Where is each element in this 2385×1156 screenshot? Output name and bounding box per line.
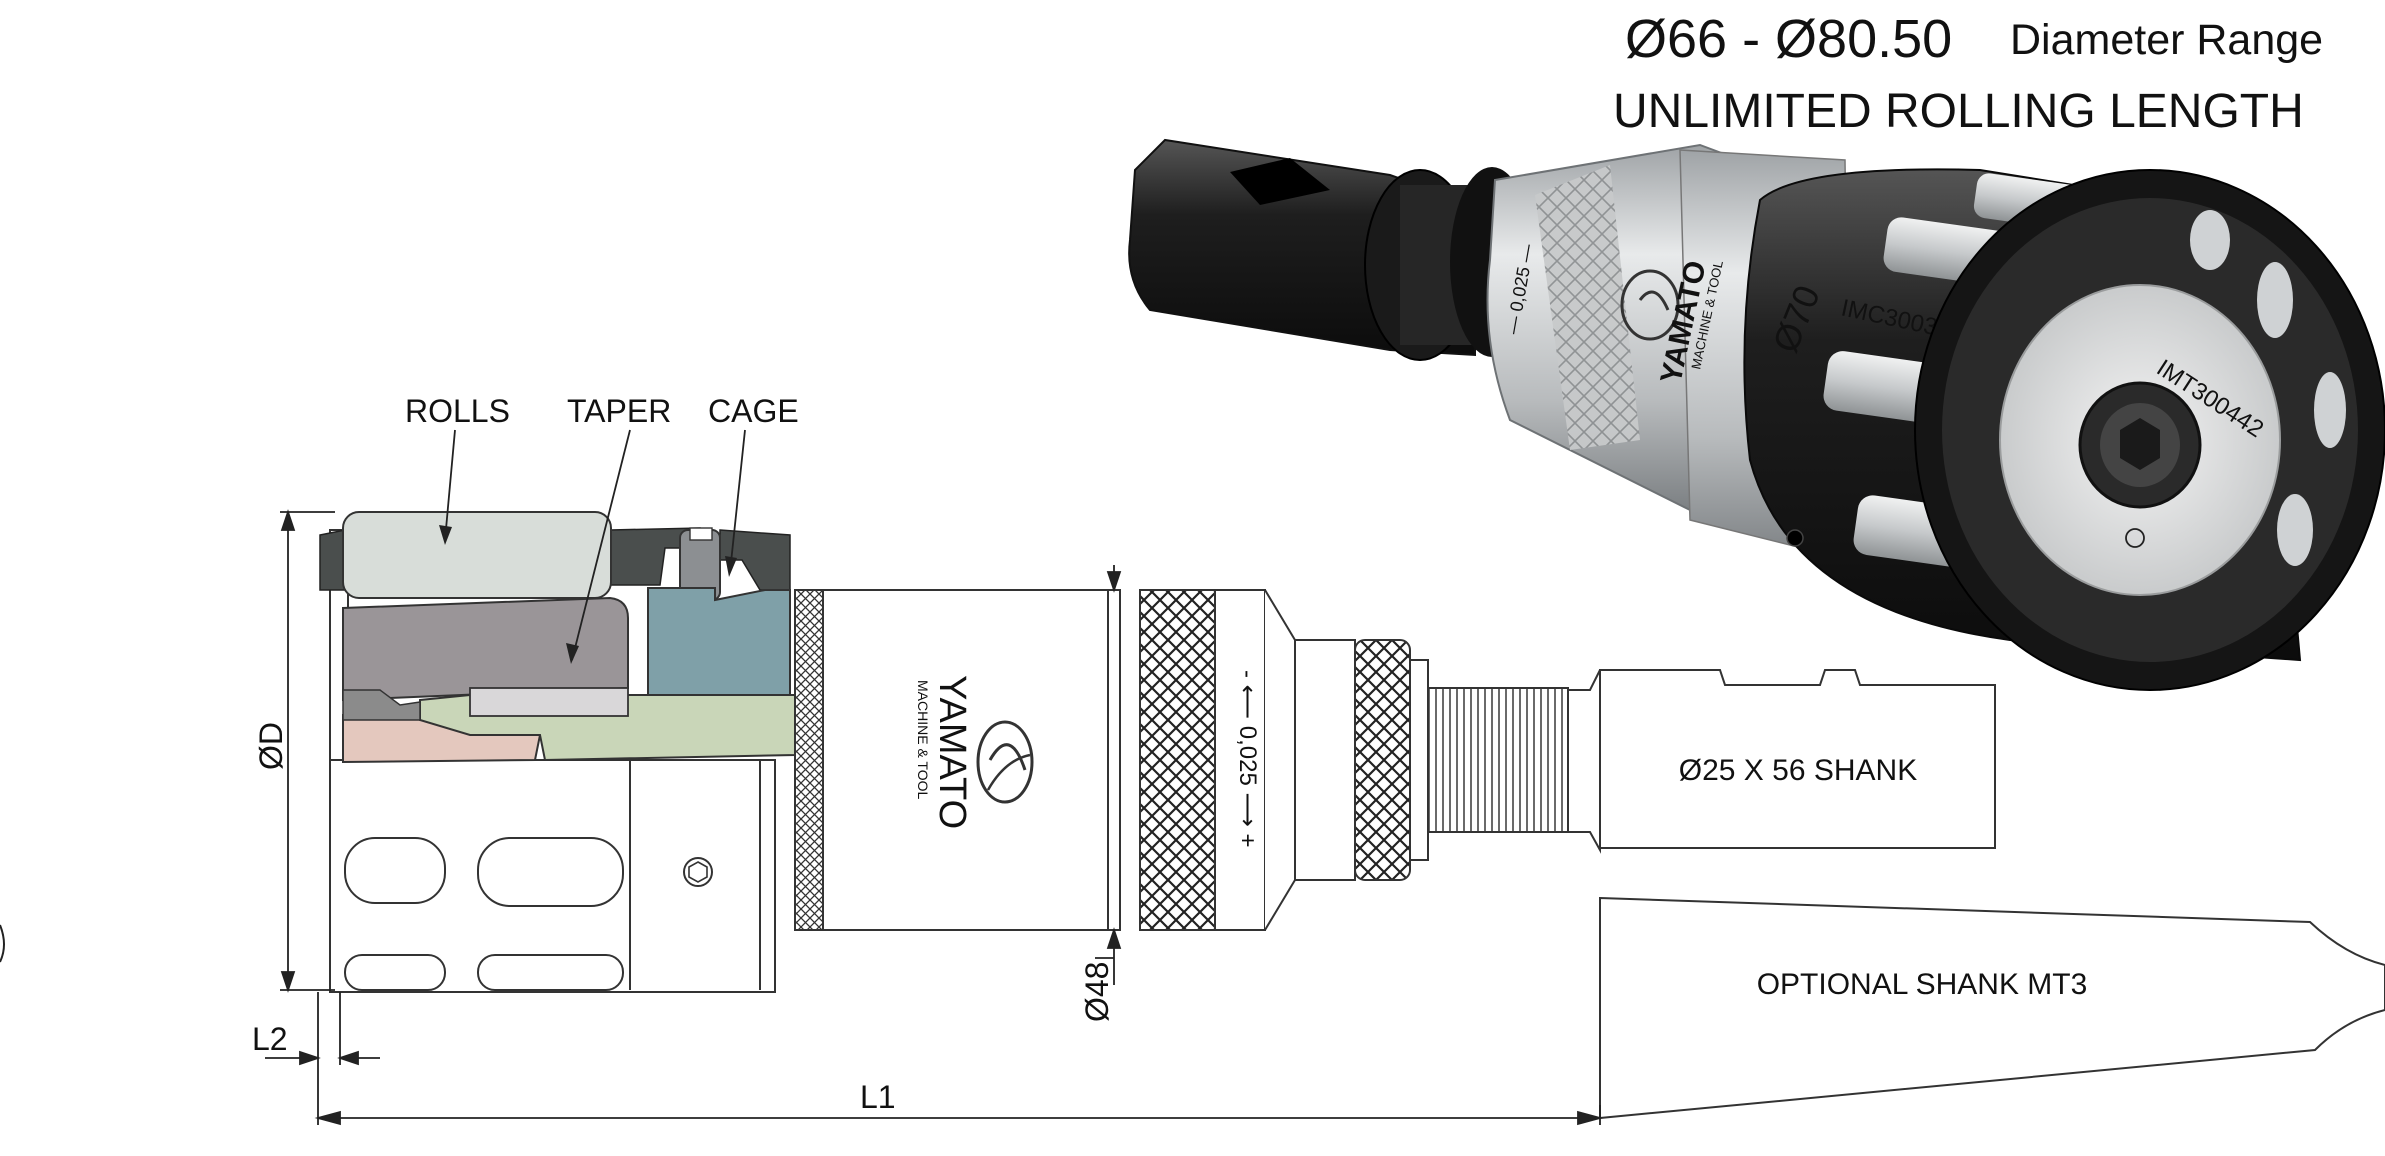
- adjust-scale: - ⟵ 0,025 ⟶ +: [1234, 670, 1261, 848]
- dimension-l1: L1: [860, 1079, 896, 1115]
- rolling-length-title: UNLIMITED ROLLING LENGTH: [1613, 85, 2304, 138]
- standard-shank-label: Ø25 X 56 SHANK: [1679, 754, 1917, 787]
- dimension-lines: [265, 429, 1604, 1126]
- leader-arrows: [439, 525, 737, 664]
- callout-cage: CAGE: [708, 393, 799, 429]
- drawing-brand: YAMATO: [931, 675, 973, 829]
- dimension-o48: Ø48: [1079, 962, 1115, 1022]
- optional-shank: OPTIONAL SHANK MT3: [1599, 896, 2385, 1120]
- standard-shank: Ø25 X 56 SHANK: [1599, 669, 1996, 849]
- product-photo: — 0,025 — YAMATO MACHINE & TOOL Ø70 IMC3…: [1128, 138, 2385, 691]
- callout-rolls: ROLLS: [405, 393, 510, 429]
- roll-section: [342, 511, 612, 599]
- callout-taper: TAPER: [567, 393, 671, 429]
- diameter-range-value: Ø66 - Ø80.50: [1625, 9, 1953, 69]
- adjusting-sleeve: YAMATO MACHINE & TOOL - ⟵ 0,025 ⟶ +: [794, 589, 1601, 931]
- dimension-od: ØD: [253, 722, 289, 770]
- optional-shank-label: OPTIONAL SHANK MT3: [1757, 968, 2088, 1001]
- drawing-brand-sub: MACHINE & TOOL: [915, 680, 931, 800]
- dimension-l2: L2: [252, 1021, 288, 1057]
- taper-section: [342, 596, 629, 702]
- diameter-range-label: Diameter Range: [2010, 16, 2324, 64]
- tool-head-section: [319, 511, 796, 993]
